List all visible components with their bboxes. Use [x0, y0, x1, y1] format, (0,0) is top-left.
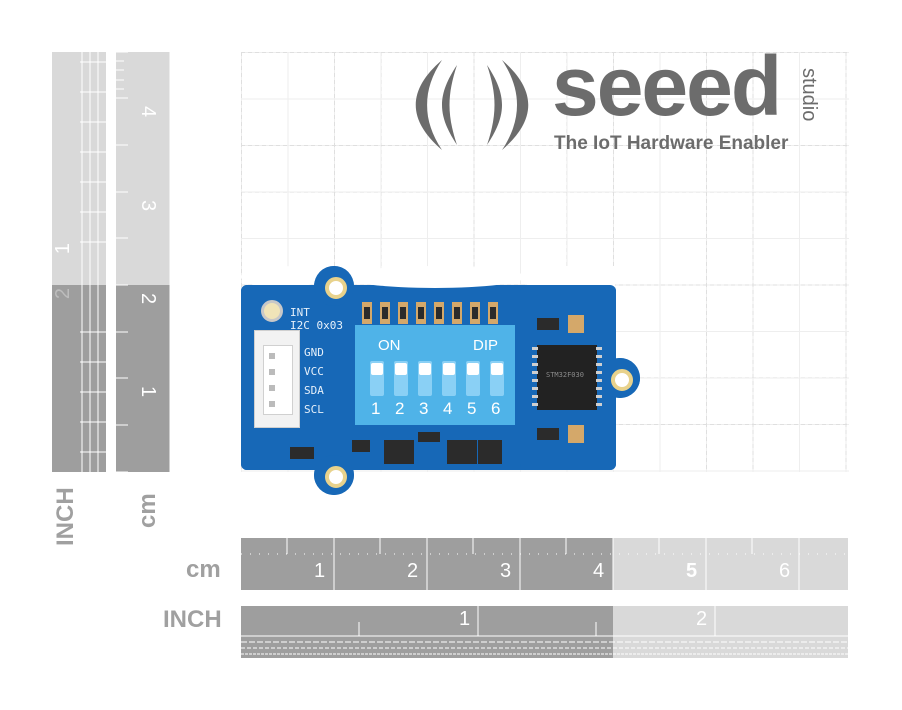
capacitor [568, 315, 584, 333]
horizontal-inch-label: 1 [459, 608, 471, 630]
board-cutout [345, 266, 525, 288]
vertical-inch-unit: INCH [52, 487, 79, 546]
silk-i2c: I2C 0x03 [290, 319, 343, 332]
dip-switch-6[interactable] [490, 361, 504, 396]
grove-connector [254, 330, 300, 428]
vertical-cm-ruler: 4 3 2 1 [116, 52, 170, 472]
horizontal-cm-label: 5 [686, 560, 698, 582]
horizontal-cm-ruler: 1 2 3 4 5 6 [241, 538, 848, 590]
vertical-cm-label: 1 [137, 385, 160, 398]
dip-number: 5 [467, 399, 477, 418]
horizontal-cm-label: 2 [407, 560, 419, 582]
horizontal-cm-label: 6 [779, 560, 791, 582]
brand-name: seeed [552, 39, 782, 133]
vertical-cm-label: 4 [137, 105, 160, 118]
horizontal-cm-label: 3 [500, 560, 512, 582]
ic-pins: STM32F030 [532, 347, 602, 406]
smd-component [290, 447, 314, 459]
mounting-hole [325, 277, 347, 299]
horizontal-inch-ruler: 1 2 [241, 606, 848, 658]
dip-on-label: ON [378, 337, 401, 354]
ic-chip [537, 345, 597, 410]
dip-switch-3[interactable] [418, 361, 432, 396]
dip-number: 3 [419, 399, 429, 418]
vertical-cm-unit: cm [134, 493, 161, 528]
dip-switch-5[interactable] [466, 361, 480, 396]
horizontal-cm-label: 1 [314, 560, 326, 582]
dip-switch-4[interactable] [442, 361, 456, 396]
smd-component [418, 432, 440, 442]
dip-number: 6 [491, 399, 501, 418]
transistor [447, 440, 477, 464]
int-pad [261, 300, 283, 322]
dip-switch-1[interactable] [370, 361, 384, 396]
capacitor [568, 425, 584, 443]
dip-label: DIP [473, 337, 499, 354]
transistor [478, 440, 502, 464]
silk-pin-vcc: VCC [304, 365, 324, 378]
mounting-hole [611, 369, 633, 391]
vertical-inch-label: 1 [52, 242, 75, 255]
seeed-logo-icon [415, 60, 529, 150]
smd-component [537, 318, 559, 330]
dip-number: 4 [443, 399, 453, 418]
vertical-inch-ruler: 1 2 [52, 52, 106, 472]
transistor [384, 440, 414, 464]
dip-number: 2 [395, 399, 405, 418]
silk-pin-gnd: GND [304, 346, 324, 359]
dip-switch-2[interactable] [394, 361, 408, 396]
svg-text:STM32F030: STM32F030 [546, 371, 584, 379]
vertical-cm-label: 2 [137, 292, 160, 305]
board-cutout [241, 266, 321, 288]
smd-component [537, 428, 559, 440]
vertical-inch-label: 2 [52, 287, 75, 300]
vertical-cm-label: 3 [137, 199, 160, 212]
resistor-array [360, 302, 500, 324]
horizontal-inch-unit: INCH [163, 606, 222, 633]
mounting-hole [325, 466, 347, 488]
horizontal-cm-label: 4 [593, 560, 605, 582]
silk-int: INT [290, 306, 310, 319]
smd-component [352, 440, 370, 452]
brand-studio: studio [798, 68, 820, 122]
horizontal-inch-label: 2 [696, 608, 708, 630]
horizontal-cm-unit: cm [186, 556, 221, 583]
brand-tagline: The IoT Hardware Enabler [554, 133, 789, 154]
dip-number: 1 [371, 399, 381, 418]
silk-pin-scl: SCL [304, 403, 324, 416]
silk-pin-sda: SDA [304, 384, 324, 397]
